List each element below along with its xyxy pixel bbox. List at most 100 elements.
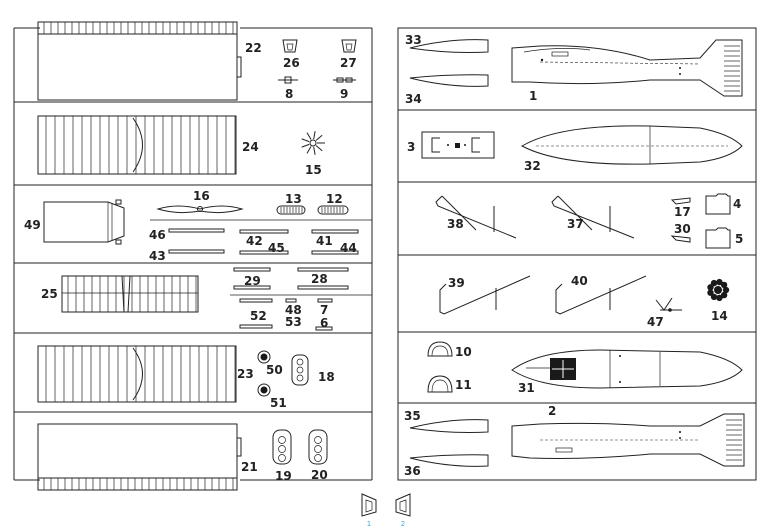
label-47: 47 (647, 315, 664, 329)
page-marker-1-label: 1 (367, 520, 371, 528)
part-27-tailwheel-fork (341, 39, 357, 53)
label-34: 34 (405, 92, 422, 106)
page-marker-2 (395, 493, 411, 517)
label-18: 18 (318, 370, 335, 384)
engine-cylinder (707, 284, 714, 291)
engine-cylinder (315, 145, 323, 152)
part-8-small-strut (278, 76, 298, 84)
engine-cylinder (716, 294, 723, 302)
part-16-propeller (156, 205, 244, 214)
label-25: 25 (41, 287, 58, 301)
label-17: 17 (674, 205, 691, 219)
part-50-wheel (257, 350, 271, 364)
part-1-fuselage-half (511, 39, 743, 97)
part-51-wheel (257, 383, 271, 397)
part-23-ribbed-wing (37, 345, 237, 403)
label-43: 43 (149, 249, 166, 263)
label-16: 16 (193, 189, 210, 203)
part-40-cabane-strut (555, 275, 647, 315)
page-marker-2-label: 2 (401, 520, 405, 528)
engine-cylinder (306, 146, 312, 154)
part-15-engine-cylinders (301, 131, 325, 155)
label-4: 4 (733, 197, 741, 211)
part-32-fuselage-top (520, 125, 743, 165)
label-40: 40 (571, 274, 588, 288)
right-frame (397, 27, 757, 481)
label-51: 51 (270, 396, 287, 410)
engine-cylinder (710, 279, 718, 287)
part-11-headrest (427, 375, 453, 393)
label-15: 15 (305, 163, 322, 177)
label-3: 3 (407, 140, 415, 154)
label-7: 7 (320, 303, 328, 317)
part-34-side-panel (409, 74, 489, 87)
part-9-small-strut (333, 77, 356, 83)
label-23: 23 (237, 367, 254, 381)
engine-cylinder (313, 146, 316, 155)
part-19-wheel-spat (272, 429, 292, 465)
engine-cylinder (306, 132, 312, 140)
part-24-ribbed-wing (37, 115, 237, 175)
engine-cylinder (707, 289, 714, 296)
label-31: 31 (518, 381, 535, 395)
part-20-wheel-spat (308, 429, 328, 465)
part-21-wing-panel (37, 423, 242, 491)
left-frame (13, 27, 373, 481)
label-14: 14 (711, 309, 728, 323)
engine-cylinder (710, 293, 718, 301)
part-38-wing-strut (435, 195, 517, 239)
engine-cylinder (720, 291, 728, 299)
label-32: 32 (524, 159, 541, 173)
label-30: 30 (674, 222, 691, 236)
label-28: 28 (311, 272, 328, 286)
strip-parts-left (168, 228, 359, 255)
label-36: 36 (404, 464, 421, 478)
part-3-cockpit-floor (421, 131, 495, 159)
label-44: 44 (340, 241, 357, 255)
part-25-center-wing (61, 275, 199, 313)
part-37-wing-strut (551, 195, 635, 239)
label-24: 24 (242, 140, 259, 154)
label-42: 42 (246, 234, 263, 248)
label-37: 37 (567, 217, 584, 231)
label-19: 19 (275, 469, 292, 483)
part-30-small-bracket (670, 235, 691, 243)
page-marker-1 (361, 493, 377, 517)
part-13-radiator (276, 205, 306, 215)
engine-cylinder (301, 143, 310, 148)
label-33: 33 (405, 33, 422, 47)
part-26-tailwheel-fork (282, 39, 298, 53)
label-12: 12 (326, 192, 343, 206)
label-29: 29 (244, 274, 261, 288)
label-52: 52 (250, 309, 267, 323)
part-49-engine-cowling (43, 199, 125, 245)
part-22-wing-panel (37, 21, 242, 101)
engine-cylinder (722, 286, 730, 294)
label-22: 22 (245, 41, 262, 55)
label-41: 41 (316, 234, 333, 248)
label-48: 48 (285, 303, 302, 317)
label-53: 53 (285, 315, 302, 329)
label-9: 9 (340, 87, 348, 101)
part-31-fuselage-bottom (511, 349, 743, 389)
label-39: 39 (448, 276, 465, 290)
label-26: 26 (283, 56, 300, 70)
part-17-small-bracket (670, 197, 691, 205)
part-labels: 22 26 27 8 9 24 15 49 16 13 12 46 43 42 … (24, 33, 743, 483)
part-35-side-panel (409, 419, 489, 433)
part-2-fuselage-half (511, 413, 745, 467)
label-6: 6 (320, 316, 328, 330)
label-38: 38 (447, 217, 464, 231)
label-50: 50 (266, 363, 283, 377)
strip-parts-row4 (233, 267, 349, 331)
label-20: 20 (311, 468, 328, 482)
label-11: 11 (455, 378, 472, 392)
engine-cylinder (716, 278, 723, 286)
part-39-cabane-strut (439, 275, 531, 315)
label-2: 2 (548, 404, 556, 418)
part-14-engine (707, 278, 730, 302)
part-47-tail-skid (655, 297, 682, 312)
label-45: 45 (268, 241, 285, 255)
engine-cylinder (720, 281, 728, 289)
